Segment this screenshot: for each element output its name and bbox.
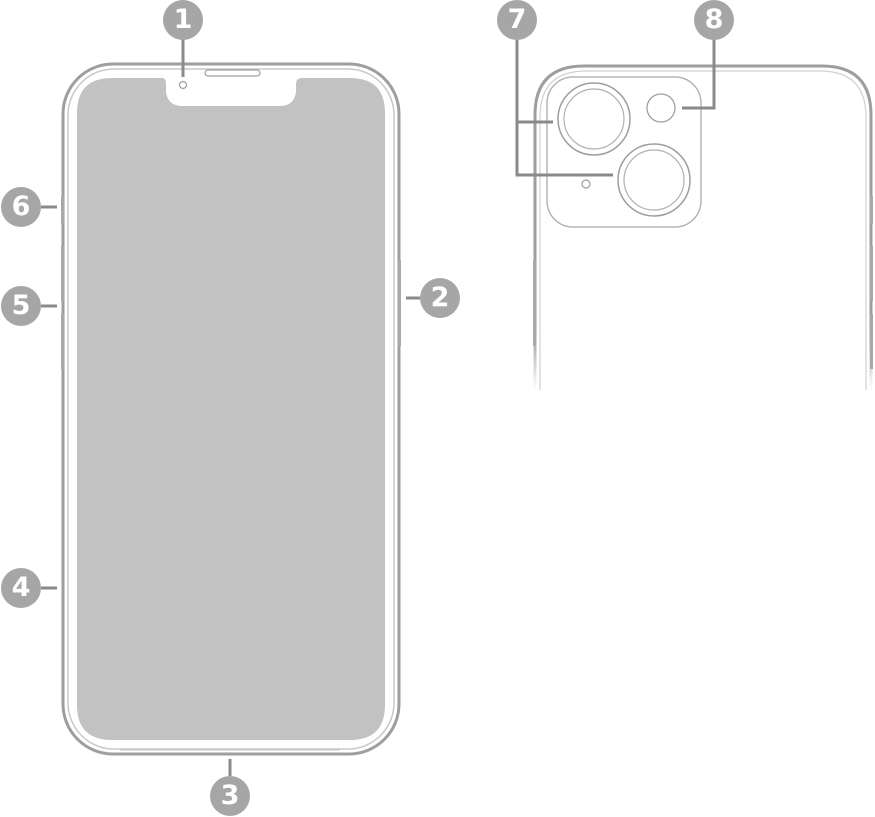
- callout-7: 7: [497, 0, 537, 40]
- callout-4: 4: [1, 568, 41, 608]
- callout-8: 8: [694, 0, 734, 40]
- ring-silent-switch: [61, 196, 64, 224]
- flash: [646, 93, 676, 123]
- callout-6: 6: [1, 187, 41, 227]
- front-view: [61, 62, 401, 756]
- side-button-back: [533, 260, 536, 346]
- earpiece-speaker: [204, 69, 261, 77]
- side-button: [398, 260, 401, 346]
- volume-up-button: [61, 246, 64, 301]
- callout-2: 2: [420, 278, 460, 318]
- back-view: [533, 64, 873, 390]
- callout-5: 5: [1, 286, 41, 326]
- volume-down-button: [61, 314, 64, 369]
- leader-lines: [41, 38, 716, 776]
- callout-1: 1: [163, 0, 203, 40]
- screen: [77, 78, 385, 740]
- callout-3: 3: [210, 776, 250, 816]
- rear-microphone: [581, 179, 591, 189]
- front-camera: [178, 80, 188, 90]
